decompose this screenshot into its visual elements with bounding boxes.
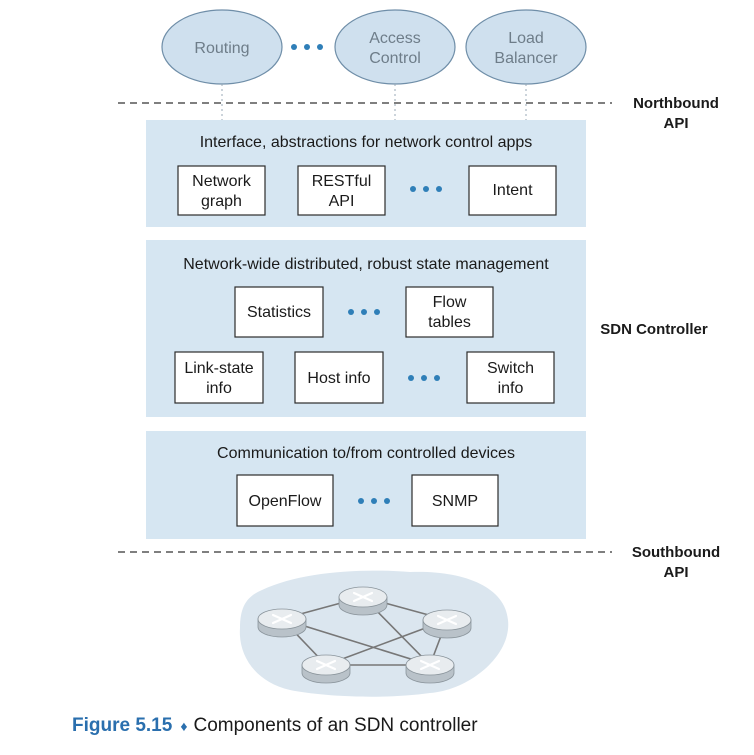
switch-icon [301,654,351,684]
communication-ellipsis [358,498,390,504]
app-routing: Routing [161,9,283,85]
box-snmp-label: SNMP [432,493,478,510]
box-intent: Intent [468,165,557,216]
communication-layer-title: Communication to/from controlled devices [217,445,515,462]
state-layer-title: Network-wide distributed, robust state m… [183,256,549,273]
switch-icon [257,608,307,638]
figure-title: Components of an SDN controller [193,715,478,736]
box-statistics-label: Statistics [247,304,311,321]
diamond-bullet-icon: ♦ [180,718,188,734]
state-ellipsis-top [348,309,380,315]
box-openflow: OpenFlow [236,474,334,527]
interface-ellipsis [410,186,442,192]
box-snmp: SNMP [411,474,499,527]
box-host-info: Host info [294,351,384,404]
box-host-info-label: Host info [307,370,370,387]
switch-icon [422,609,472,639]
state-ellipsis-bottom [408,375,440,381]
sdn-controller-label: SDN Controller [600,321,708,338]
switch-icon [338,586,388,616]
box-intent-label: Intent [492,182,533,199]
figure-caption: Figure 5.15 ♦ Components of an SDN control… [72,715,478,737]
figure-number: Figure 5.15 [72,715,173,736]
network-switches [257,586,472,684]
switch-icon [405,654,455,684]
box-openflow-label: OpenFlow [249,493,322,510]
communication-layer [146,431,586,539]
apps-ellipsis [291,44,323,50]
box-statistics: Statistics [234,286,324,338]
interface-layer-title: Interface, abstractions for network cont… [200,134,533,151]
app-routing-label: Routing [194,40,249,57]
